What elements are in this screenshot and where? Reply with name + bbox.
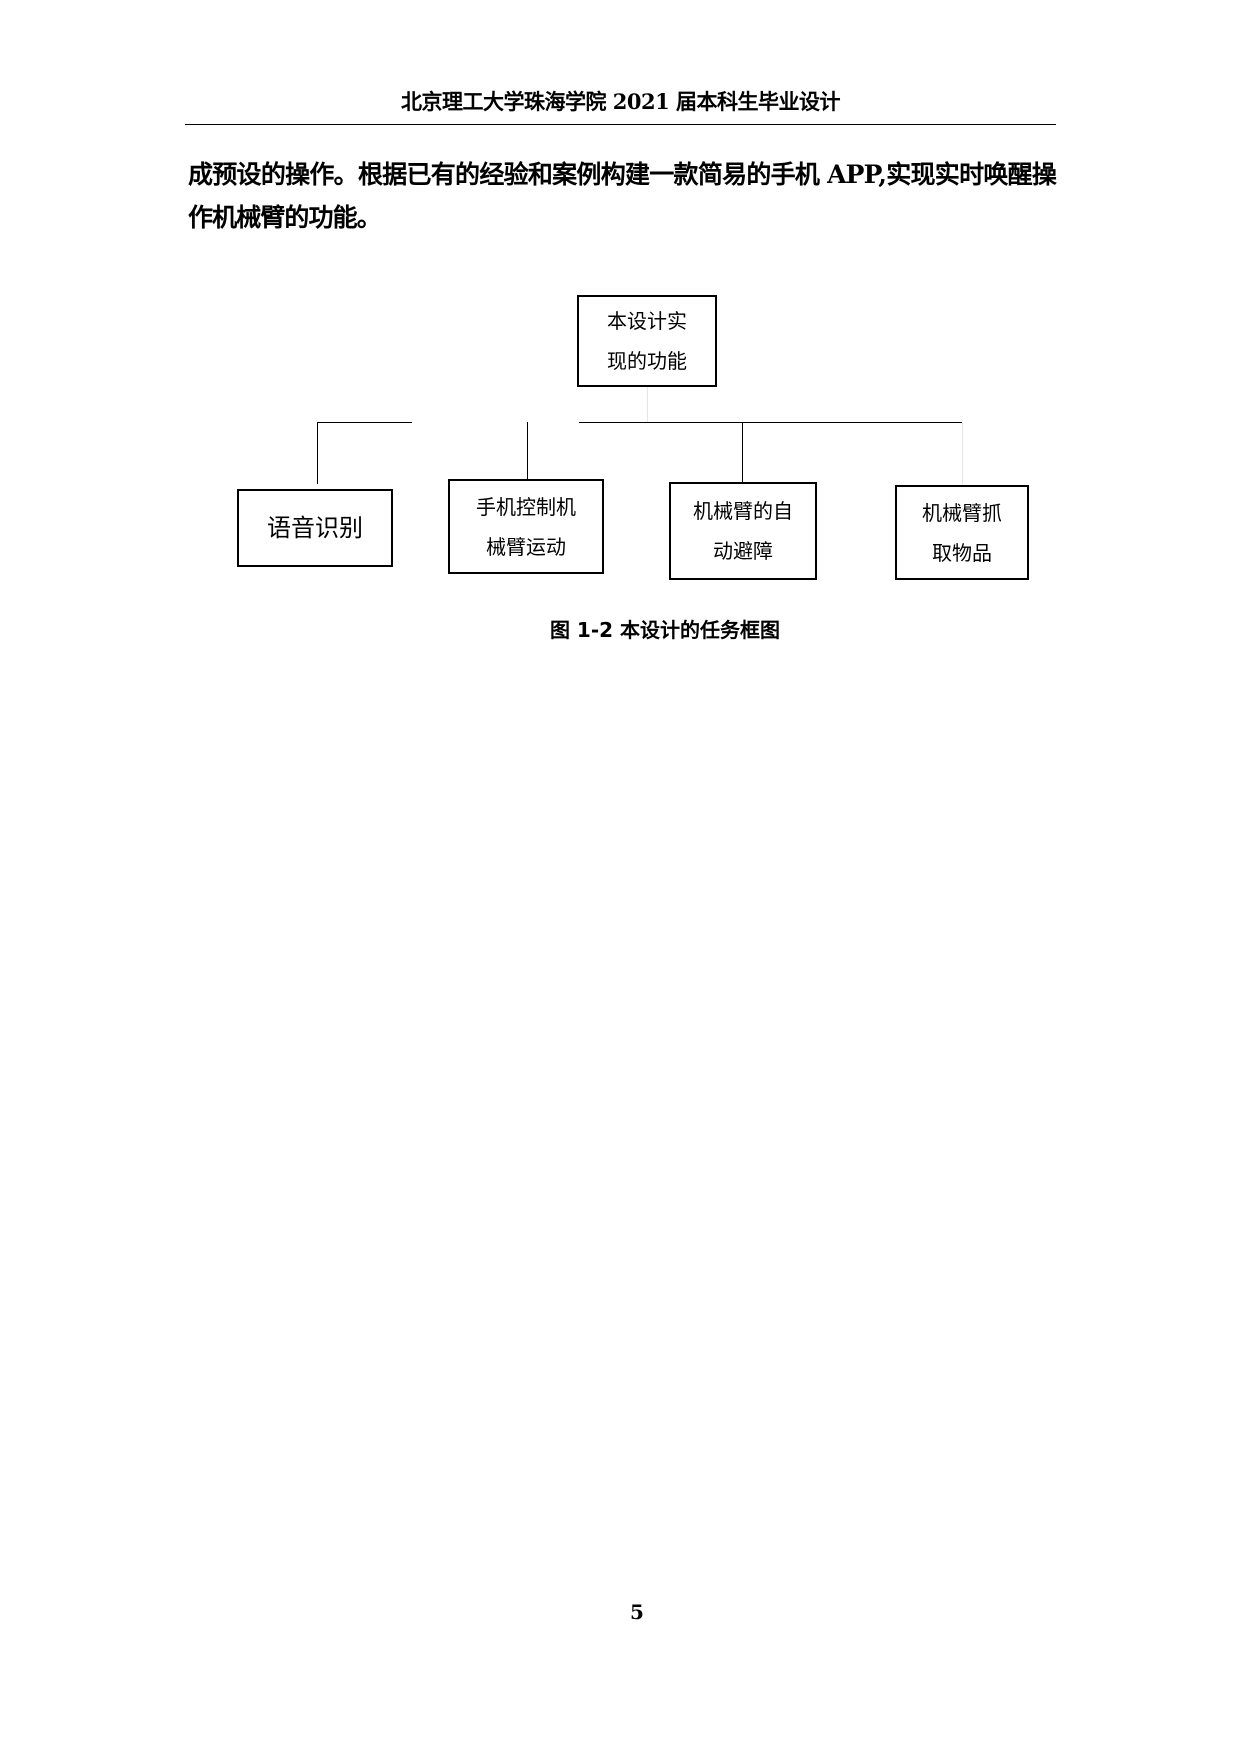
diagram-root-label-line-2: 现的功能 [607, 349, 687, 373]
connector-line-3 [742, 422, 743, 482]
diagram-box-obstacle-avoidance: 机械臂的自 动避障 [669, 482, 817, 580]
diagram-box-label-line-2: 动避障 [713, 539, 773, 563]
connector-line-2 [527, 422, 528, 479]
diagram-box-label-line-1: 机械臂的自 [693, 499, 793, 523]
diagram-root-box: 本设计实 现的功能 [577, 295, 717, 387]
bus-line-left-segment [317, 422, 412, 423]
body-text-line-2: 作机械臂的功能。 [188, 203, 382, 232]
connector-line-4 [962, 422, 963, 485]
bus-line-right-segment [579, 422, 963, 423]
connector-line-1 [317, 422, 318, 484]
diagram-box-label-line-2: 械臂运动 [486, 534, 566, 559]
diagram-box-grab-objects: 机械臂抓 取物品 [895, 485, 1029, 580]
diagram-box-speech-recognition: 语音识别 [237, 489, 393, 567]
diagram-box-label-line-2: 取物品 [932, 540, 992, 565]
figure-caption: 图 1-2 本设计的任务框图 [549, 618, 781, 642]
running-header-title: 北京理工大学珠海学院 2021 届本科生毕业设计 [400, 89, 841, 114]
diagram-box-label: 语音识别 [267, 514, 363, 542]
body-text-line-1: 成预设的操作。根据已有的经验和案例构建一款简易的手机 APP,实现实时唤醒操 [188, 160, 1057, 189]
diagram-box-label-line-1: 机械臂抓 [922, 500, 1002, 525]
diagram-box-phone-control-arm: 手机控制机 械臂运动 [448, 479, 604, 574]
diagram-box-label-line-1: 手机控制机 [476, 494, 576, 519]
diagram-root-label-line-1: 本设计实 [607, 309, 687, 333]
header-rule [185, 124, 1056, 125]
page-number: 5 [630, 1600, 644, 1624]
root-connector-line [647, 387, 648, 422]
